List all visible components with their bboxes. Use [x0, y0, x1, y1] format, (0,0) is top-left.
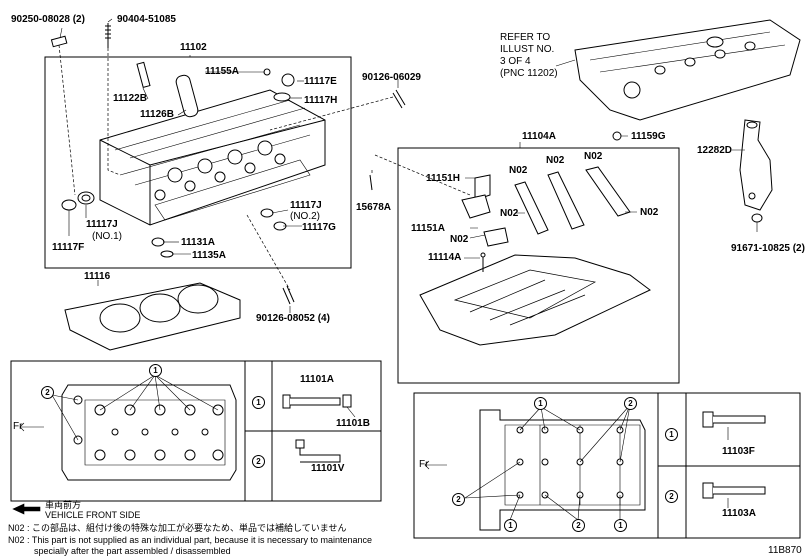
- label-n02-6: N02: [640, 207, 659, 218]
- label-11101V: 11101V: [311, 463, 345, 474]
- label-90126-06029: 90126-06029: [362, 72, 421, 83]
- n02-note-en-2: specially after the part assembled / dis…: [34, 546, 231, 556]
- label-fr-right: Fr: [419, 459, 429, 470]
- label-n02-1: N02: [509, 165, 528, 176]
- label-11151A: 11151A: [411, 223, 445, 234]
- n02-note-jp: N02 : この部品は、組付け後の特殊な加工が必要なため、単品では補給していませ…: [8, 523, 347, 533]
- label-11122B: 11122B: [113, 93, 147, 104]
- label-11117J-no1-note: (NO.1): [92, 231, 122, 242]
- label-90126-08052: 90126-08052 (4): [256, 313, 330, 324]
- label-11135A: 11135A: [192, 250, 226, 261]
- label-refer-1: REFER TO: [500, 32, 551, 43]
- circle-1-housing-box: 1: [665, 428, 678, 441]
- circle-1-housing-bottom-left: 1: [504, 519, 517, 532]
- circle-2-housing-box: 2: [665, 490, 678, 503]
- cylinder-head-drawing: [99, 89, 326, 226]
- head-plan-view: [61, 384, 237, 481]
- circle-2-housing-left: 2: [452, 493, 465, 506]
- label-11159G: 11159G: [631, 131, 666, 142]
- label-90404-51085: 90404-51085: [117, 14, 176, 25]
- label-11155A: 11155A: [205, 66, 239, 77]
- front-arrow: [12, 503, 41, 515]
- housing-plan-view: [479, 409, 646, 531]
- label-11101A: 11101A: [300, 374, 334, 385]
- cylinder-head-group-box: [44, 56, 352, 269]
- label-11126B: 11126B: [140, 109, 174, 120]
- circle-2-housing-bottom: 2: [572, 519, 585, 532]
- circle-2-housing-top: 2: [624, 397, 637, 410]
- label-11151H: 11151H: [426, 173, 460, 184]
- label-11117G: 11117G: [302, 222, 336, 233]
- label-11117J-no2-note: (NO.2): [290, 211, 320, 222]
- circle-1-head: 1: [149, 364, 162, 377]
- label-11117J-no1: 11117J: [86, 219, 118, 230]
- head-cover-drawing: [574, 19, 801, 121]
- label-11116: 11116: [84, 271, 111, 282]
- label-11131A: 11131A: [181, 237, 215, 248]
- label-n02-5: N02: [450, 234, 469, 245]
- cam-housing-group-box: [397, 147, 680, 384]
- label-11114A: 11114A: [428, 252, 462, 263]
- label-n02-3: N02: [584, 151, 603, 162]
- circle-1-box: 1: [252, 396, 265, 409]
- label-11103F: 11103F: [722, 446, 755, 457]
- label-11102: 11102: [180, 42, 207, 53]
- label-12282D: 12282D: [697, 145, 733, 156]
- n02-note-en-1: N02 : This part is not supplied as an in…: [8, 535, 373, 545]
- label-11103A: 11103A: [722, 508, 756, 519]
- label-11104A: 11104A: [522, 131, 556, 142]
- label-90250-08028: 90250-08028 (2): [11, 14, 85, 25]
- circle-1-housing-bottom-right: 1: [614, 519, 627, 532]
- label-refer-4: (PNC 11202): [500, 68, 558, 79]
- label-refer-2: ILLUST NO.: [500, 44, 555, 55]
- label-11117F: 11117F: [52, 242, 85, 253]
- label-11117J-no2: 11117J: [290, 200, 322, 211]
- label-11101B: 11101B: [336, 418, 370, 429]
- front-side-en: VEHICLE FRONT SIDE: [45, 510, 141, 520]
- diagram-code: 11B870: [768, 545, 802, 556]
- label-91671-10825: 91671-10825 (2): [731, 243, 805, 254]
- label-11117E: 11117E: [304, 76, 337, 87]
- label-n02-2: N02: [546, 155, 565, 166]
- label-refer-3: 3 OF 4: [500, 56, 531, 67]
- engine-hanger-drawing: [739, 119, 773, 223]
- label-11117H: 11117H: [304, 95, 338, 106]
- cam-housing-drawing: [369, 131, 651, 346]
- front-side-jp: 車両前方: [45, 500, 82, 510]
- head-gasket-drawing: [64, 282, 241, 351]
- circle-1-housing-top: 1: [534, 397, 547, 410]
- circle-2-head: 2: [41, 386, 54, 399]
- circle-2-box: 2: [252, 455, 265, 468]
- label-n02-4: N02: [500, 208, 519, 219]
- label-fr-left: Fr: [13, 421, 23, 432]
- label-15678A: 15678A: [356, 202, 392, 213]
